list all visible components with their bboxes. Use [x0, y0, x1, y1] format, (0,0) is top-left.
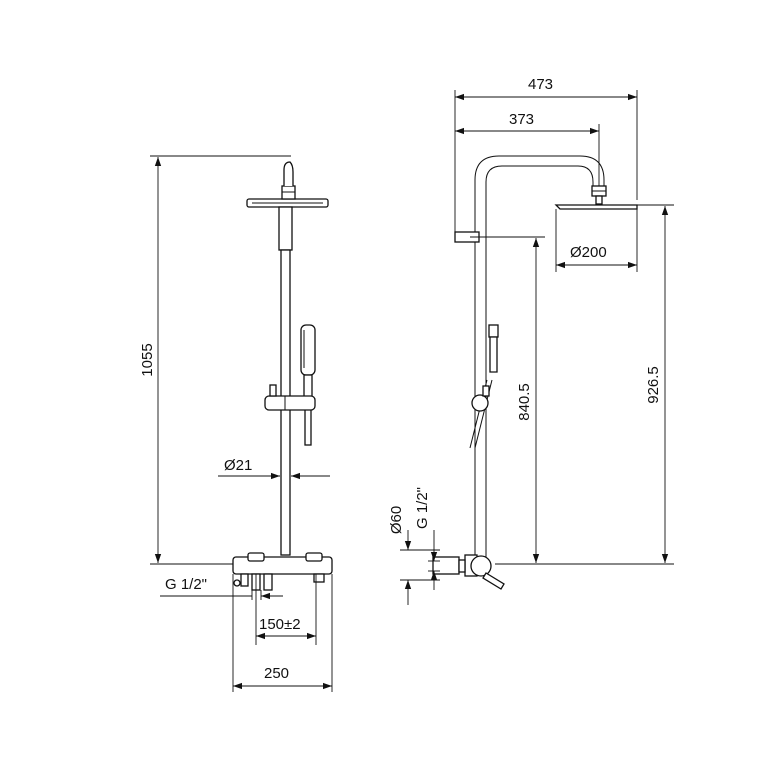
dim-926-5: 926.5 [545, 204, 674, 565]
dim-840-5: 840.5 [486, 236, 545, 565]
dim-escutcheon-diameter: Ø60 [388, 506, 440, 605]
front-shower-arm [283, 161, 294, 186]
dim-373: 373 [455, 111, 600, 186]
dim-pipe-diameter: Ø21 [218, 457, 330, 480]
overall-reach-label: 473 [528, 76, 553, 93]
dim-473: 473 [454, 76, 638, 232]
front-shower-head [246, 185, 329, 208]
dim-mixer-width: 250 [232, 574, 333, 692]
head-diameter-label: Ø200 [570, 244, 607, 261]
arm-reach-label: 373 [509, 111, 534, 128]
front-thread-label: G 1/2" [165, 576, 207, 593]
front-riser-pipe [278, 206, 293, 556]
escutcheon-diameter-label: Ø60 [388, 506, 405, 534]
mixer-width-label: 250 [264, 665, 289, 682]
side-head-connector [591, 185, 607, 205]
front-view: 1055 Ø21 G 1/2" 150±2 250 [139, 155, 333, 692]
front-thermostatic-mixer [232, 552, 333, 591]
side-view: 473 373 Ø200 840.5 926.5 [388, 76, 674, 605]
side-shower-head [554, 204, 638, 210]
side-thread-label: G 1/2" [414, 487, 431, 529]
side-hand-shower [469, 324, 499, 449]
dim-inlet-spacing: 150±2 [255, 574, 317, 645]
front-slide-bracket [264, 384, 316, 411]
height-1055-label: 1055 [139, 343, 156, 376]
dim-front-thread: G 1/2" [160, 576, 283, 600]
arm-height-label: 840.5 [516, 383, 533, 421]
front-hand-shower [300, 324, 316, 446]
dim-1055: 1055 [139, 155, 291, 565]
head-height-label: 926.5 [645, 366, 662, 404]
inlet-spacing-label: 150±2 [259, 616, 301, 633]
dim-side-thread: G 1/2" [414, 487, 440, 590]
side-mixer [432, 554, 505, 590]
dim-head-diameter: Ø200 [555, 209, 638, 272]
pipe-diameter-label: Ø21 [224, 457, 252, 474]
side-riser-and-arm [474, 155, 605, 560]
